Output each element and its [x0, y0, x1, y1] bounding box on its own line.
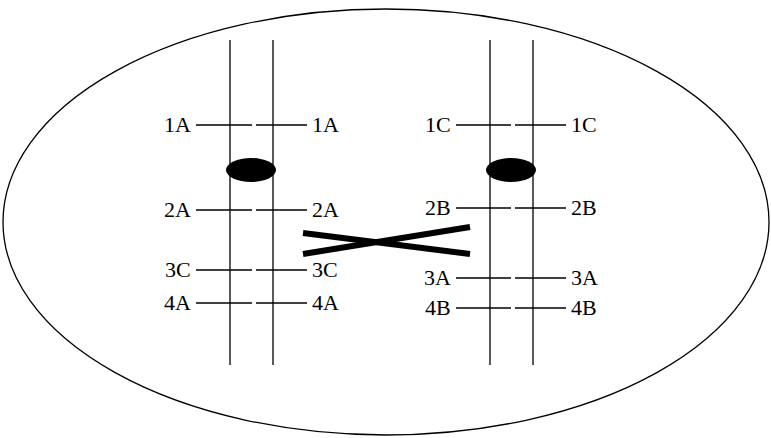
- allele-label: 4A: [312, 292, 339, 314]
- allele-label: 2B: [571, 197, 597, 219]
- allele-label: 2B: [425, 197, 451, 219]
- allele-label: 2A: [312, 199, 339, 221]
- allele-label: 4B: [571, 297, 597, 319]
- allele-label: 2A: [164, 199, 191, 221]
- allele-label: 4A: [164, 292, 191, 314]
- gene-loci-ticks: [196, 125, 566, 308]
- cell-outline: [3, 9, 769, 435]
- crossing-over-x: [303, 227, 470, 254]
- allele-label: 1A: [312, 114, 339, 136]
- allele-label: 4B: [425, 297, 451, 319]
- allele-label: 3A: [424, 267, 451, 289]
- allele-label: 1A: [164, 114, 191, 136]
- allele-label: 1C: [425, 114, 451, 136]
- allele-label: 3C: [312, 259, 338, 281]
- centromeres: [226, 158, 536, 182]
- allele-label: 3C: [165, 259, 191, 281]
- allele-label: 3A: [571, 267, 598, 289]
- allele-label: 1C: [571, 114, 597, 136]
- chromatids: [230, 40, 533, 365]
